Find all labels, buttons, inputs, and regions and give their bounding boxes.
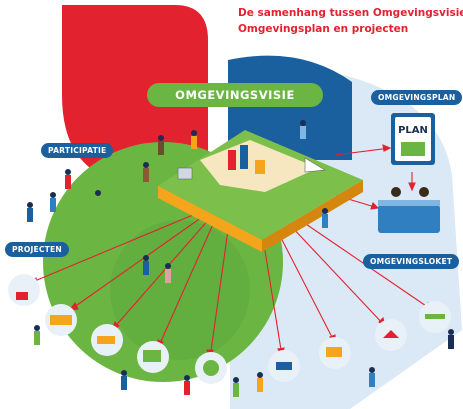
crane-icon — [8, 274, 40, 306]
omgevingsvisie-banner: OMGEVINGSVISIE — [147, 83, 323, 107]
blue-shape — [228, 55, 352, 160]
project-icons — [8, 274, 451, 384]
title-line1: De samenhang tussen Omgevingsvisie — [238, 7, 463, 19]
plan-book: PLAN — [391, 113, 435, 165]
board — [158, 130, 363, 252]
people — [27, 120, 454, 397]
projecten-label: PROJECTEN — [5, 242, 69, 257]
title-line2: Omgevingsplan en projecten — [238, 23, 409, 35]
plan-book-label: PLAN — [398, 125, 428, 136]
omgevingsplan-label: OMGEVINGSPLAN — [371, 90, 463, 105]
participatie-label: PARTICIPATIE — [41, 143, 114, 158]
omgevingsloket-label: OMGEVINGSLOKET — [363, 254, 460, 269]
red-shape — [62, 5, 208, 185]
loket-desk — [378, 187, 440, 233]
